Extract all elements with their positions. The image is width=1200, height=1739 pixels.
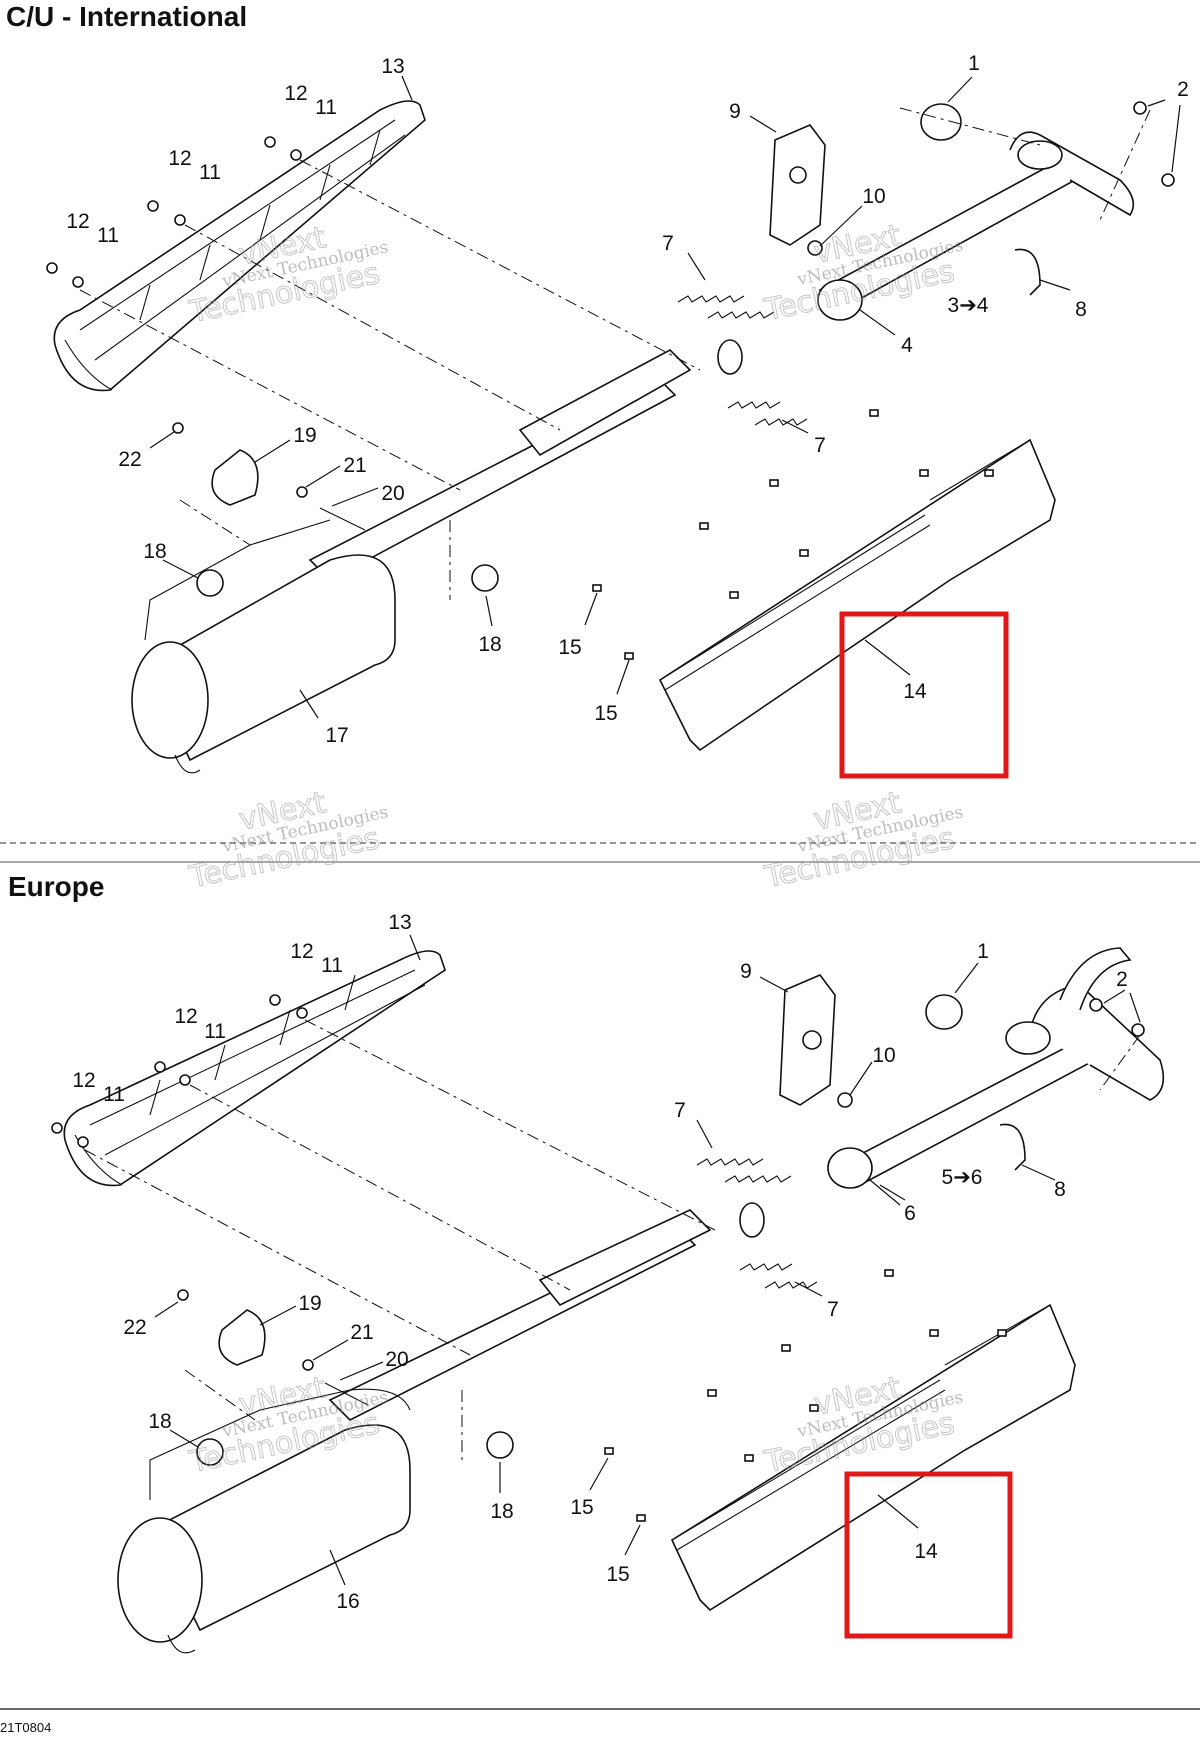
highlight-box-part-14 [839, 611, 1009, 779]
callout-7a-eu: 7 [674, 1099, 686, 1122]
callout-22-eu: 22 [123, 1316, 146, 1339]
callout-4: 4 [901, 334, 913, 357]
callout-19: 19 [293, 424, 316, 447]
callout-5-to-6: 5➔6 [942, 1166, 983, 1189]
part-fasteners-11-12-eu [51, 994, 308, 1148]
part-bracket-9-eu [779, 974, 853, 1108]
part-clips-15-eu [604, 1269, 1007, 1522]
part-hose-8 [1014, 248, 1041, 296]
callout-12b-eu: 12 [174, 1005, 197, 1028]
callout-8-eu: 8 [1054, 1178, 1066, 1201]
callout-11c-eu: 11 [103, 1083, 125, 1106]
callout-18b: 18 [478, 633, 501, 656]
part-rubber-mount [196, 564, 499, 597]
part-springs-7 [677, 295, 808, 426]
callout-18b-eu: 18 [490, 1500, 513, 1523]
callout-13-eu: 13 [388, 911, 411, 934]
leader-lines [149, 75, 1181, 719]
part-heat-shield-upper [53, 100, 426, 392]
callout-11c: 11 [97, 224, 119, 247]
callout-1: 1 [968, 52, 980, 75]
callout-18a-eu: 18 [148, 1410, 171, 1433]
part-bracket-9 [769, 124, 826, 256]
callout-11a: 11 [315, 96, 337, 119]
part-muffler-europe [117, 1388, 411, 1654]
callout-14: 14 [903, 680, 927, 703]
part-nut-2a [1133, 101, 1147, 115]
callout-21-eu: 21 [350, 1321, 373, 1344]
callout-2-eu: 2 [1116, 968, 1128, 991]
part-hose-8-eu [999, 1123, 1026, 1171]
part-nut-2a-eu [1089, 998, 1103, 1012]
callout-11a-eu: 11 [321, 954, 343, 977]
part-exhaust-pipe-international [817, 131, 1135, 321]
section-cu-international: C/U - International [6, 1, 1189, 779]
callout-14-eu: 14 [914, 1540, 938, 1563]
callout-6-eu: 6 [904, 1202, 916, 1225]
callout-20: 20 [381, 482, 404, 505]
part-gasket-1 [920, 103, 962, 141]
part-exhaust-pipe-europe [827, 947, 1165, 1189]
callout-7b: 7 [814, 434, 826, 457]
part-gasket-1-eu [925, 994, 963, 1030]
callout-12b: 12 [168, 147, 191, 170]
callout-labels-eu: 1 2 5➔6 6 7 7 8 9 10 11 11 11 12 12 12 1… [72, 911, 1128, 1613]
part-muffler-international [131, 519, 396, 774]
callout-17: 17 [325, 724, 348, 747]
part-nut-2b-eu [1131, 1023, 1145, 1037]
callout-9-eu: 9 [740, 960, 752, 983]
callout-9: 9 [729, 100, 741, 123]
part-heat-shield-upper-eu [63, 950, 446, 1187]
section-title-cu-international: C/U - International [6, 1, 247, 32]
callout-21: 21 [343, 454, 366, 477]
part-bracket-19 [172, 422, 366, 531]
callout-18a: 18 [143, 540, 166, 563]
part-rubber-mount-eu [196, 1431, 514, 1466]
callout-15b: 15 [594, 702, 617, 725]
callout-7a: 7 [662, 232, 674, 255]
callout-15b-eu: 15 [606, 1563, 629, 1586]
part-springs-7-eu [696, 1158, 818, 1289]
watermark-4: vNext vNext Technologies Technologies [760, 785, 965, 896]
callout-7b-eu: 7 [827, 1298, 839, 1321]
callout-3-to-4: 3➔4 [948, 294, 989, 317]
callout-10: 10 [862, 185, 885, 208]
callout-labels: 1 2 3➔4 4 7 7 8 9 10 11 11 11 12 12 12 1… [66, 52, 1189, 747]
callout-8: 8 [1075, 298, 1087, 321]
part-clips-15 [592, 409, 994, 660]
callout-13: 13 [381, 55, 404, 78]
callout-12a-eu: 12 [290, 940, 313, 963]
leader-lines-eu [154, 934, 1141, 1586]
callout-12a: 12 [284, 82, 307, 105]
figure-code: 21T0804 [0, 1720, 51, 1735]
callout-15a-eu: 15 [570, 1496, 593, 1519]
callout-19-eu: 19 [298, 1292, 321, 1315]
callout-12c: 12 [66, 210, 89, 233]
part-bracket-19-eu [177, 1289, 369, 1406]
part-fasteners-11-12 [46, 136, 302, 288]
assembly-lines [79, 107, 1151, 600]
highlight-box-part-14-eu [844, 1471, 1013, 1639]
part-tailpipe-tube [308, 339, 743, 581]
callout-22: 22 [118, 448, 141, 471]
part-tailpipe-tube-eu [328, 1202, 765, 1421]
callout-20-eu: 20 [385, 1348, 408, 1371]
assembly-lines-eu [84, 1019, 1141, 1465]
watermark-6: vNext vNext Technologies Technologies [760, 1370, 965, 1481]
part-nut-2b [1161, 173, 1175, 187]
callout-11b: 11 [199, 161, 221, 184]
callout-11b-eu: 11 [204, 1020, 226, 1043]
section-title-europe: Europe [8, 871, 104, 902]
callout-1-eu: 1 [977, 940, 989, 963]
section-europe: Europe [8, 871, 1165, 1654]
watermark-3: vNext vNext Technologies Technologies [185, 785, 390, 896]
part-heat-shield-lower [658, 438, 1056, 752]
callout-15a: 15 [558, 636, 581, 659]
callout-2: 2 [1177, 78, 1189, 101]
callout-12c-eu: 12 [72, 1069, 95, 1092]
part-heat-shield-lower-eu [670, 1303, 1076, 1612]
callout-16: 16 [336, 1590, 359, 1613]
callout-10-eu: 10 [872, 1044, 895, 1067]
